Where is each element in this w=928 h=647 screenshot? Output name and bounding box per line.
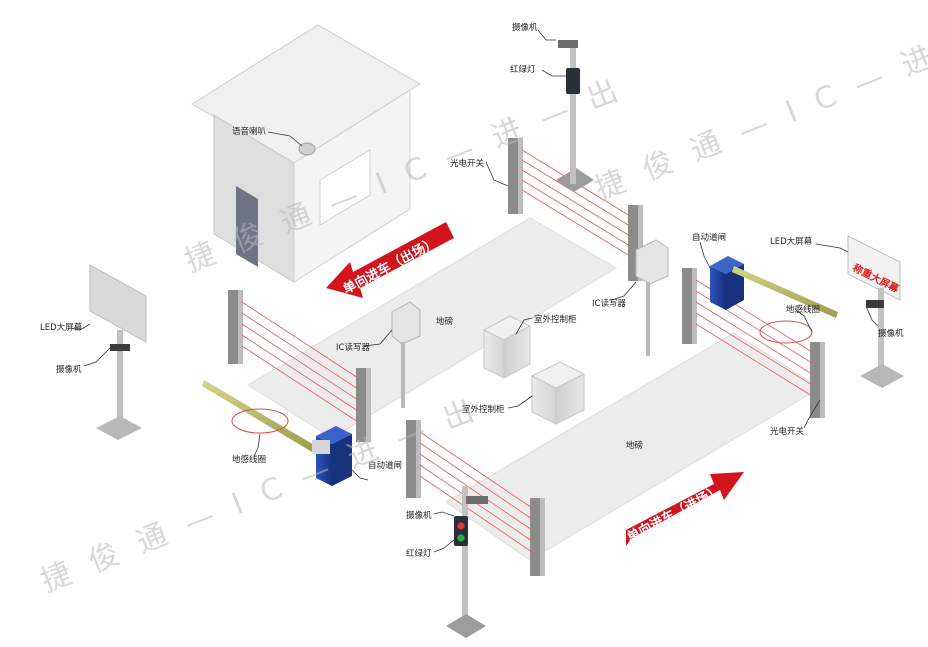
auto-gate-left xyxy=(202,380,352,486)
ic-reader-right xyxy=(635,239,669,356)
label-ic-reader-right: IC读写器 xyxy=(592,298,626,309)
label-loop-coil-right: 地感线圈 xyxy=(786,304,820,315)
label-photo-switch-top: 光电开关 xyxy=(450,158,485,169)
camera-right-icon xyxy=(866,300,884,308)
label-photo-switch-right: 光电开关 xyxy=(770,426,805,437)
label-auto-gate-right: 自动道闸 xyxy=(692,232,726,243)
label-camera-bottom: 摄像机 xyxy=(406,510,432,521)
ic-reader-left xyxy=(391,301,421,408)
label-traffic-light-top: 红绿灯 xyxy=(510,64,536,75)
outdoor-control-cabinet-bottom xyxy=(530,361,586,425)
camera-left-icon xyxy=(110,344,130,351)
led-screen-left xyxy=(89,264,147,440)
label-led-screen-right: LED大屏幕 xyxy=(770,236,813,247)
label-led-screen-left: LED大屏幕 xyxy=(40,322,83,333)
camera-top-icon xyxy=(558,40,578,48)
label-voice-speaker: 语音喇叭 xyxy=(232,126,267,137)
label-camera-left: 摄像机 xyxy=(56,364,82,375)
label-camera-top: 摄像机 xyxy=(512,22,538,33)
label-outdoor-cabinet-bottom: 室外控制柜 xyxy=(462,404,505,415)
label-weighbridge-bottom: 地磅 xyxy=(626,440,644,451)
watermark-upper: 捷 俊 通 — I C — 进 — 出 xyxy=(590,0,928,207)
label-weighbridge-top: 地磅 xyxy=(436,316,454,327)
voice-speaker-icon xyxy=(298,142,316,156)
label-traffic-light-bottom: 红绿灯 xyxy=(406,548,432,559)
loop-coil-left xyxy=(231,408,289,434)
weighbridge-platform-top xyxy=(247,217,617,439)
camera-pole-top xyxy=(556,40,594,192)
leader-lines xyxy=(69,29,879,553)
guard-booth xyxy=(191,24,421,283)
label-loop-coil-left: 地感线圈 xyxy=(232,454,266,465)
label-camera-right: 摄像机 xyxy=(878,328,904,339)
photoelectric-switch-group-left xyxy=(228,290,371,442)
loop-coil-right xyxy=(759,320,813,344)
camera-bottom-icon xyxy=(466,496,488,504)
auto-gate-right xyxy=(710,256,838,344)
label-outdoor-cabinet-top: 室外控制柜 xyxy=(534,314,577,325)
photoelectric-switch-group-top xyxy=(508,138,643,281)
label-ic-reader-left: IC读写器 xyxy=(336,342,370,353)
traffic-light-top-icon xyxy=(566,68,580,94)
led-screen-right: 称重大屏幕 xyxy=(847,235,904,388)
label-auto-gate-left: 自动道闸 xyxy=(368,460,402,471)
outdoor-control-cabinet-top xyxy=(482,315,532,379)
camera-pole-bottom xyxy=(446,486,488,638)
